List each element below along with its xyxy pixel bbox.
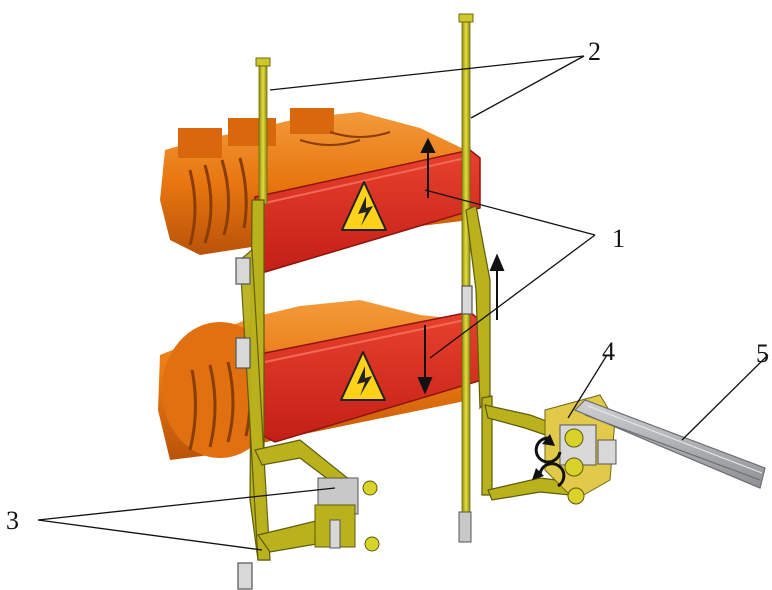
- high-voltage-warning-icon: [341, 181, 387, 231]
- rotation-arrow-icon: [534, 436, 566, 488]
- right-guide-rod: [458, 13, 474, 543]
- leader-lines: [37, 55, 769, 551]
- direction-arrow-icon: [417, 325, 433, 395]
- high-voltage-warning-icon: [340, 351, 386, 401]
- rotation-arrow-icon: [532, 468, 544, 480]
- direction-arrow-icon: [489, 253, 505, 320]
- callout-5: 5: [756, 339, 769, 368]
- rotation-arrow-icon: [542, 434, 555, 446]
- callout-4: 4: [602, 337, 615, 366]
- callout-2: 2: [588, 37, 601, 66]
- right-linkage: [461, 205, 573, 501]
- direction-arrow-icon: [420, 137, 436, 198]
- callout-3: 3: [6, 506, 19, 535]
- guide-rail: [573, 399, 766, 489]
- callout-1: 1: [612, 224, 625, 253]
- left-lever-bracket: [314, 477, 380, 552]
